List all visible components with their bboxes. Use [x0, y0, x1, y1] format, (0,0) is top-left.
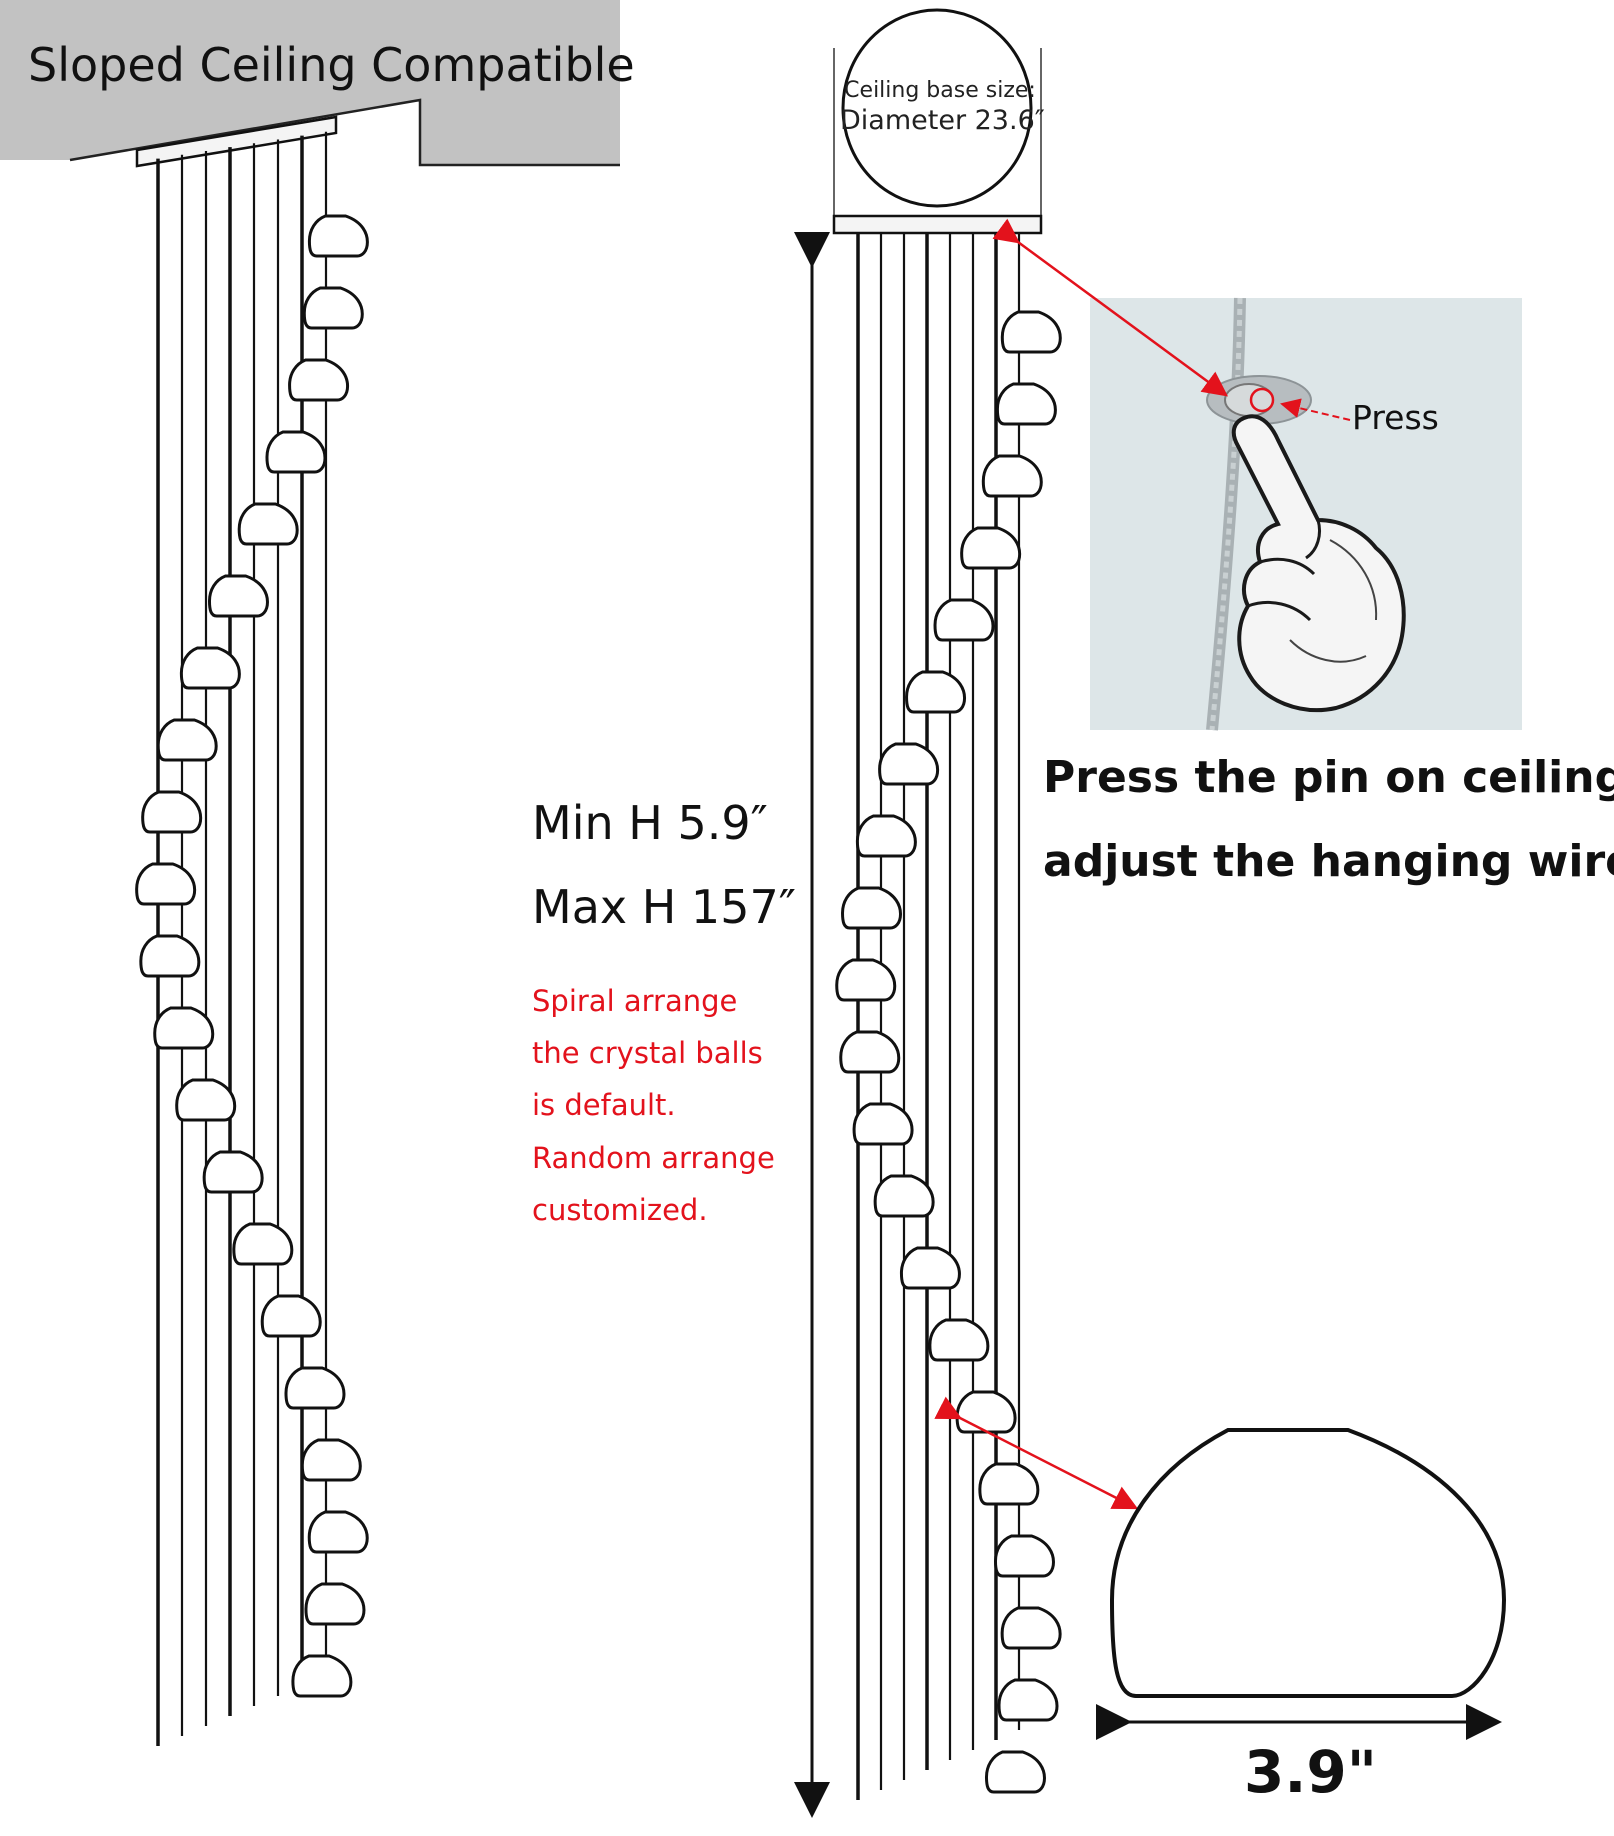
arrangement-note-line: the crystal balls — [532, 1036, 763, 1070]
crystal-ball — [981, 454, 1043, 498]
crystal-ball — [307, 214, 369, 258]
arrangement-note-line: customized. — [532, 1193, 708, 1227]
crystal-ball — [899, 1246, 961, 1290]
crystal-ball — [878, 742, 940, 786]
enlarged-crystal-outline — [1109, 1428, 1507, 1698]
crystal-ball — [852, 1102, 914, 1146]
crystal-ball — [153, 1006, 215, 1050]
crystal-ball — [960, 526, 1022, 570]
max-height-label: Max H 157″ — [532, 880, 796, 934]
pin-callout-arrow — [992, 218, 1229, 397]
crystal-ball — [928, 1318, 990, 1362]
crystal-ball — [933, 598, 995, 642]
sloped-ceiling-header: Sloped Ceiling Compatible — [28, 38, 635, 92]
crystal-ball — [300, 1438, 362, 1482]
crystal-ball — [873, 1174, 935, 1218]
crystal-ball — [855, 814, 917, 858]
crystal-ball — [841, 886, 903, 930]
crystal-ball — [997, 1678, 1059, 1722]
ceiling-base-title: Ceiling base size: — [844, 78, 1036, 103]
ceiling-base-diameter: Diameter 23.6″ — [840, 105, 1045, 136]
crystal-ball — [1000, 310, 1062, 354]
crystal-ball — [905, 670, 967, 714]
crystal-ball — [993, 1534, 1055, 1578]
crystal-ball — [265, 430, 327, 474]
ceiling-base — [832, 8, 1043, 235]
instruction-line: Press the pin on ceiling to — [1043, 752, 1614, 803]
sloped-ceiling-block — [0, 0, 620, 168]
crystal-ball — [260, 1294, 322, 1338]
press-pin-photo — [1090, 297, 1522, 731]
crystal-ball — [302, 286, 364, 330]
crystal-ball — [156, 718, 218, 762]
crystal-ball — [839, 1030, 901, 1074]
crystal-ball — [207, 574, 269, 618]
crystal-callout-arrow — [934, 1396, 1139, 1510]
crystal-ball — [237, 502, 299, 546]
arrangement-note-line: Random arrange — [532, 1141, 775, 1175]
crystal-ball — [304, 1582, 366, 1626]
crystal-ball — [139, 934, 201, 978]
crystal-ball — [307, 1510, 369, 1554]
left-crystal-balls — [135, 214, 369, 1698]
crystal-ball — [984, 1750, 1046, 1794]
crystal-ball — [135, 862, 197, 906]
instruction-line: adjust the hanging wire — [1043, 836, 1614, 887]
crystal-ball — [1000, 1606, 1062, 1650]
crystal-ball — [995, 382, 1057, 426]
crystal-ball — [288, 358, 350, 402]
crystal-ball — [175, 1078, 237, 1122]
ceiling-base-label: Ceiling base size: Diameter 23.6″ — [840, 78, 1045, 136]
crystal-ball — [955, 1390, 1017, 1434]
crystal-ball — [202, 1150, 264, 1194]
crystal-ball — [835, 958, 897, 1002]
crystal-ball — [284, 1366, 346, 1410]
arrangement-note-line: is default. — [532, 1088, 676, 1122]
arrangement-note-line: Spiral arrange — [532, 984, 738, 1018]
crystal-ball — [179, 646, 241, 690]
right-crystal-balls — [835, 310, 1062, 1794]
min-height-label: Min H 5.9″ — [532, 796, 768, 850]
crystal-ball — [978, 1462, 1040, 1506]
crystal-ball — [232, 1222, 294, 1266]
crystal-ball — [141, 790, 203, 834]
crystal-width-label: 3.9" — [1244, 1738, 1377, 1806]
press-label: Press — [1352, 398, 1439, 437]
crystal-ball — [291, 1654, 353, 1698]
